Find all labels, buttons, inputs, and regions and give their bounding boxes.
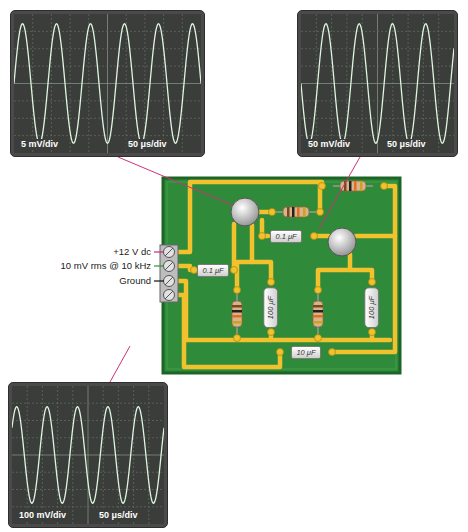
screen: [14, 14, 201, 153]
scale-label: 5 mV/div: [19, 139, 60, 150]
scale-label: 50 mV/div: [306, 139, 352, 150]
sine-trace: [14, 24, 201, 144]
resistor-symbol: [313, 294, 323, 334]
resistor-symbol: [333, 181, 373, 191]
capacitor: 100 μF: [263, 286, 278, 327]
grid-line: [301, 100, 454, 101]
pad: [315, 287, 322, 294]
supply-wire: [154, 251, 164, 252]
screw-slot: [165, 248, 173, 299]
pad: [234, 335, 241, 342]
sine-trace: [301, 24, 454, 144]
pad: [268, 279, 275, 286]
grid-line: [301, 83, 454, 84]
pad: [259, 233, 266, 240]
scale-label: 50 μs/div: [97, 510, 140, 521]
pcb-bevel: [167, 182, 396, 369]
grid-line: [14, 31, 201, 32]
pad: [234, 287, 241, 294]
copper-traces: [178, 182, 395, 367]
pad: [369, 329, 376, 336]
transistor: [328, 228, 356, 256]
grid-line: [12, 489, 164, 490]
scale-label: 50 μs/div: [126, 139, 169, 150]
capacitor: 0.1 μF: [197, 264, 228, 277]
capacitor: 0.1 μF: [270, 230, 301, 243]
grid-line: [12, 420, 164, 421]
pad: [329, 349, 336, 356]
screen: [12, 386, 164, 524]
grid-line: [301, 66, 454, 67]
pcb-board: [163, 178, 400, 373]
pad: [315, 335, 322, 342]
resistor-symbol: [276, 207, 316, 217]
grid-line: [14, 118, 201, 119]
emitter-trace: [350, 254, 372, 282]
graticule: [301, 14, 454, 153]
grid-line: [14, 48, 201, 49]
terminal-label: 10 mV rms @ 10 kHz: [61, 260, 151, 272]
screen: [301, 14, 454, 153]
grid-line: [301, 135, 454, 136]
grid-line: [14, 100, 201, 101]
capacitor: 10 μF: [291, 346, 320, 359]
graticule: [12, 386, 164, 524]
terminal-label: +12 V dc: [113, 246, 151, 258]
scale-label: 50 μs/div: [385, 139, 428, 150]
pad: [319, 183, 326, 190]
input-wire: [154, 265, 164, 266]
pad: [269, 209, 276, 216]
terminal-housing: [160, 245, 178, 302]
capacitor-value: 10 μF: [296, 348, 315, 357]
graticule: [14, 14, 201, 153]
grid-line: [301, 118, 454, 119]
collector-trace: [356, 234, 395, 239]
capacitor-value: 100 μF: [266, 295, 275, 318]
pad: [369, 279, 376, 286]
capacitor: 100 μF: [364, 286, 379, 327]
pad: [311, 233, 318, 240]
scale-label: 100 mV/div: [17, 510, 68, 521]
pad: [277, 349, 284, 356]
resistor-symbol: [232, 294, 242, 334]
emitter-trace: [252, 225, 271, 282]
grid-line: [12, 455, 164, 456]
probe-leader: [118, 157, 232, 205]
capacitor-value: 100 μF: [367, 295, 376, 318]
terminal-label: Ground: [119, 275, 151, 287]
grid-line: [14, 66, 201, 67]
pad: [381, 183, 388, 190]
probe-leader: [319, 157, 360, 229]
grid-line: [14, 83, 201, 84]
grid-line: [12, 506, 164, 507]
ground-trace: [178, 281, 390, 340]
grid-line: [12, 472, 164, 473]
oscilloscope-screen: 100 mV/div 50 μs/div: [8, 382, 168, 528]
pad: [317, 209, 324, 216]
capacitor-value: 0.1 μF: [202, 266, 223, 275]
terminal-block: [160, 245, 178, 302]
solder-pads: [191, 183, 388, 356]
emitter-trace: [237, 262, 252, 290]
emitter-trace: [318, 270, 350, 290]
transistor: [231, 198, 259, 226]
capacitor-value: 0.1 μF: [275, 232, 296, 241]
sine-trace: [12, 407, 164, 504]
grid-line: [12, 437, 164, 438]
oscilloscope-screen: 50 mV/div 50 μs/div: [297, 10, 458, 157]
probe-leader: [110, 346, 130, 382]
oscilloscope-screen: 5 mV/div 50 μs/div: [10, 10, 205, 157]
pad: [268, 329, 275, 336]
ground-wire: [154, 280, 164, 281]
pad: [231, 267, 238, 274]
grid-line: [12, 403, 164, 404]
